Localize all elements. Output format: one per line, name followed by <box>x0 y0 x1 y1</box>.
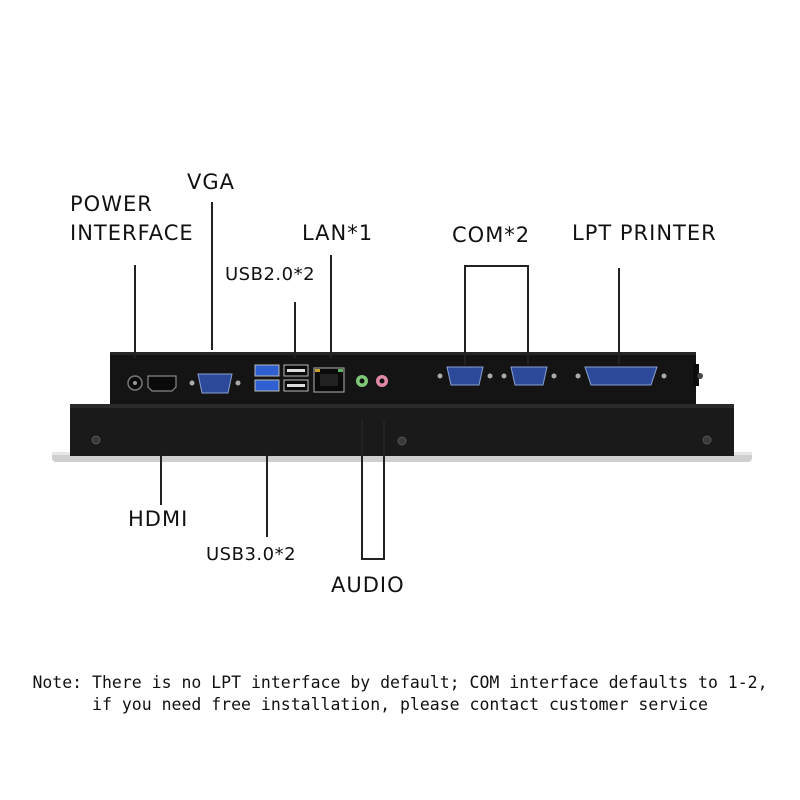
power-label-line2: INTERFACE <box>70 221 194 245</box>
hdmi-label: HDMI <box>128 507 189 531</box>
com-bracket-left <box>464 265 466 365</box>
lpt-label: LPT PRINTER <box>572 221 717 245</box>
com-bracket-top <box>464 265 529 267</box>
lan-leader-line <box>330 255 332 358</box>
lan-label: LAN*1 <box>302 221 374 245</box>
lpt-port-icon <box>575 366 667 386</box>
screw-icon <box>397 436 407 446</box>
usb20-leader-line <box>294 302 296 358</box>
usb30-label: USB3.0*2 <box>206 544 297 565</box>
screw-icon <box>702 435 712 445</box>
audio-label: AUDIO <box>331 573 405 597</box>
note-line1: Note: There is no LPT interface by defau… <box>32 673 768 692</box>
hdmi-leader-line <box>160 455 162 505</box>
usb2-port-icon <box>283 364 309 392</box>
power-port-icon <box>127 375 143 391</box>
com-port-icon <box>501 366 557 386</box>
vga-label: VGA <box>187 170 236 194</box>
vga-leader-line <box>211 202 213 350</box>
audio-bracket-right <box>383 420 385 560</box>
com-bracket-right <box>527 265 529 365</box>
power-label-line1: POWER <box>70 192 153 216</box>
note-line2: if you need free installation, please co… <box>92 695 708 714</box>
hdmi-port-icon <box>147 375 177 392</box>
usb30-leader-line <box>266 455 268 537</box>
usb20-label: USB2.0*2 <box>225 264 316 285</box>
power-leader-line <box>134 265 136 358</box>
vga-port-icon <box>189 373 241 394</box>
front-panel <box>70 404 734 456</box>
lan-port-icon <box>313 367 345 393</box>
lpt-leader-line <box>618 268 620 364</box>
audio-port-icon <box>356 375 388 387</box>
com-label: COM*2 <box>452 223 531 247</box>
com-port-icon <box>437 366 493 386</box>
usb3-port-icon <box>254 364 280 392</box>
audio-bracket-left <box>361 420 363 560</box>
audio-bracket-bottom <box>361 558 385 560</box>
screw-icon <box>91 435 101 445</box>
